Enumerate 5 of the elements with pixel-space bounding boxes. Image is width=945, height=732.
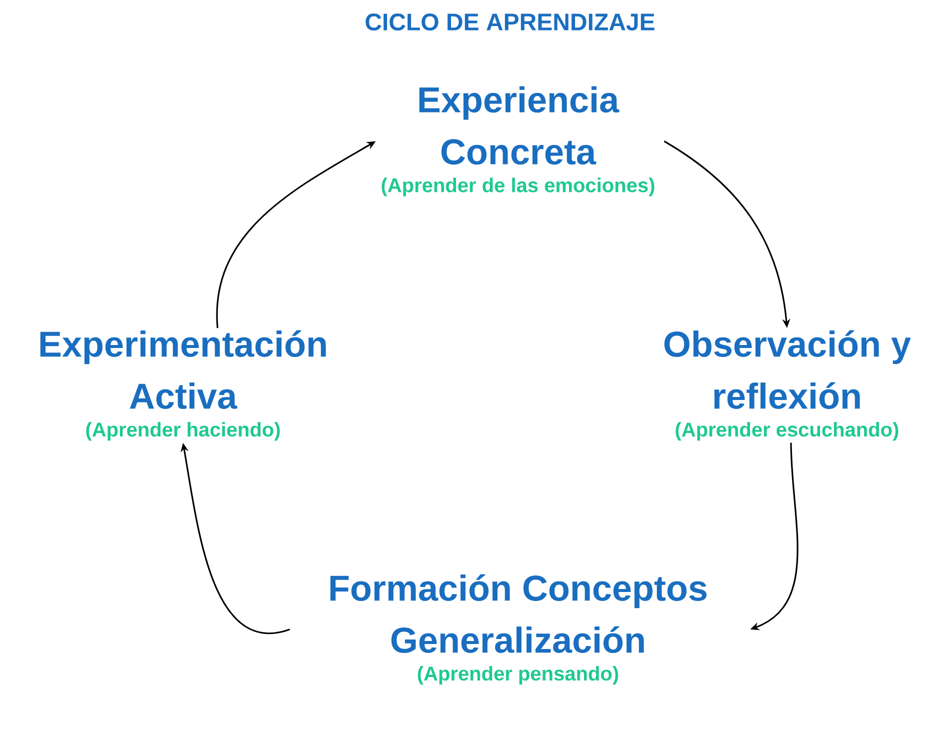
title: CICLO DE APRENDIZAJE (366, 14, 654, 30)
stage-label: Observación y reflexión (Aprender escuchando) (664, 330, 911, 441)
stage-label: Experimentación Activa (Aprender haciendo) (40, 330, 326, 441)
stage-label: Formación Conceptos Generalización (Aprender pensando) (330, 574, 707, 685)
stage-label: Experiencia Concreta (Aprender de las emociones) (382, 86, 654, 196)
